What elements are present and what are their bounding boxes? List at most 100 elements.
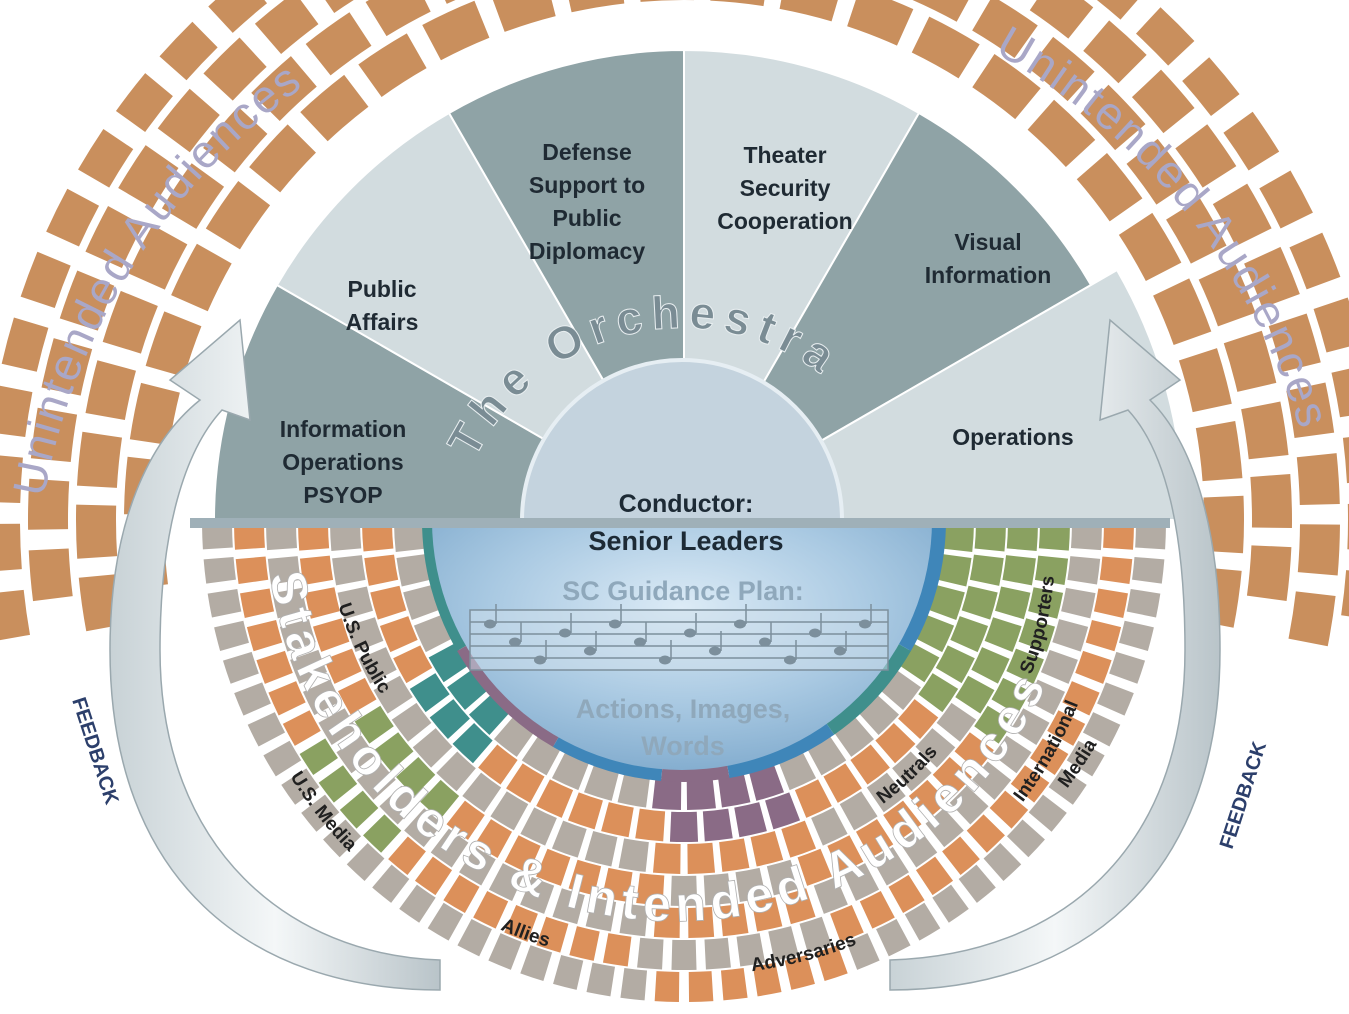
seat <box>1062 681 1100 716</box>
brick <box>710 0 765 7</box>
seat <box>932 884 969 923</box>
seat <box>823 763 862 803</box>
svg-text:Diplomacy: Diplomacy <box>529 238 646 264</box>
seat <box>346 842 385 881</box>
seat <box>452 723 493 764</box>
brick <box>1166 198 1227 264</box>
seat <box>298 523 330 551</box>
note-head <box>659 655 671 665</box>
brick <box>1182 57 1240 117</box>
seat <box>536 848 571 886</box>
seat <box>585 897 617 932</box>
brick <box>59 270 115 331</box>
seat <box>474 819 513 858</box>
seat <box>620 968 648 1001</box>
brick <box>76 431 123 488</box>
seat <box>1002 555 1036 586</box>
seat <box>686 778 716 810</box>
svg-text:Operations: Operations <box>282 449 403 475</box>
seat <box>301 794 340 832</box>
brick <box>1027 99 1096 168</box>
brick <box>28 548 73 602</box>
feedback-arrow-left <box>109 318 441 991</box>
seat <box>234 682 271 716</box>
seat <box>918 673 959 713</box>
brick <box>145 311 202 377</box>
note-head <box>609 619 621 629</box>
seat <box>687 842 716 874</box>
seat <box>207 589 242 618</box>
seat <box>240 588 275 618</box>
seat <box>876 918 911 957</box>
seat <box>778 751 817 791</box>
seat <box>504 835 541 874</box>
seat <box>703 873 732 906</box>
seat <box>302 679 341 716</box>
seat <box>214 620 249 651</box>
brick <box>78 128 134 188</box>
seat <box>536 916 569 953</box>
brick <box>300 74 369 142</box>
guidance-line1: Actions, Images, <box>576 694 791 724</box>
seat <box>846 933 880 970</box>
brick <box>115 73 173 132</box>
brick <box>0 589 31 641</box>
feedback-right: FEEDBACK <box>1216 739 1271 852</box>
seat <box>318 765 358 803</box>
note-head <box>484 619 496 629</box>
seat <box>850 744 890 785</box>
brick <box>85 360 136 420</box>
seat <box>601 802 634 838</box>
brick <box>102 290 158 354</box>
seat <box>536 779 574 818</box>
seat <box>766 859 800 896</box>
seat <box>268 681 306 716</box>
seat <box>379 616 418 653</box>
seat <box>506 763 545 803</box>
brick <box>972 0 1038 59</box>
seat <box>372 864 410 903</box>
stage-edge <box>190 518 1170 528</box>
seat <box>915 728 956 768</box>
brick <box>1331 368 1349 418</box>
seat <box>553 955 584 990</box>
feedback-arrow-right <box>889 318 1221 991</box>
seat <box>263 740 302 777</box>
seat <box>813 876 848 914</box>
seat <box>520 876 555 914</box>
brick <box>1212 183 1272 247</box>
seat <box>974 523 1006 552</box>
brick <box>1126 138 1190 205</box>
note-head <box>509 637 521 647</box>
brick <box>1131 69 1195 134</box>
seat <box>1132 556 1165 584</box>
seat <box>266 524 298 551</box>
unintended-audience-seating <box>0 0 1349 647</box>
seat <box>936 702 977 742</box>
seat <box>478 744 518 785</box>
seat <box>669 811 699 842</box>
seat <box>1085 619 1122 652</box>
seat <box>735 867 766 902</box>
brick <box>1289 232 1341 290</box>
brick <box>1195 421 1243 482</box>
brick <box>251 56 317 122</box>
seat <box>1066 740 1105 777</box>
brick <box>365 0 431 37</box>
seat <box>859 891 895 929</box>
wedge-label-operations: Operations <box>952 424 1073 450</box>
seat <box>992 735 1032 774</box>
seat <box>520 807 557 846</box>
seat <box>966 814 1005 853</box>
seat <box>362 523 394 552</box>
brick <box>203 37 267 101</box>
seat <box>1103 524 1134 550</box>
seat <box>1030 738 1069 776</box>
note-head <box>709 646 721 656</box>
seat <box>332 555 366 586</box>
seat <box>719 838 750 872</box>
brick <box>1080 84 1146 151</box>
wedge-label-visual-information: Visual Information <box>925 229 1052 288</box>
seat <box>429 699 470 739</box>
